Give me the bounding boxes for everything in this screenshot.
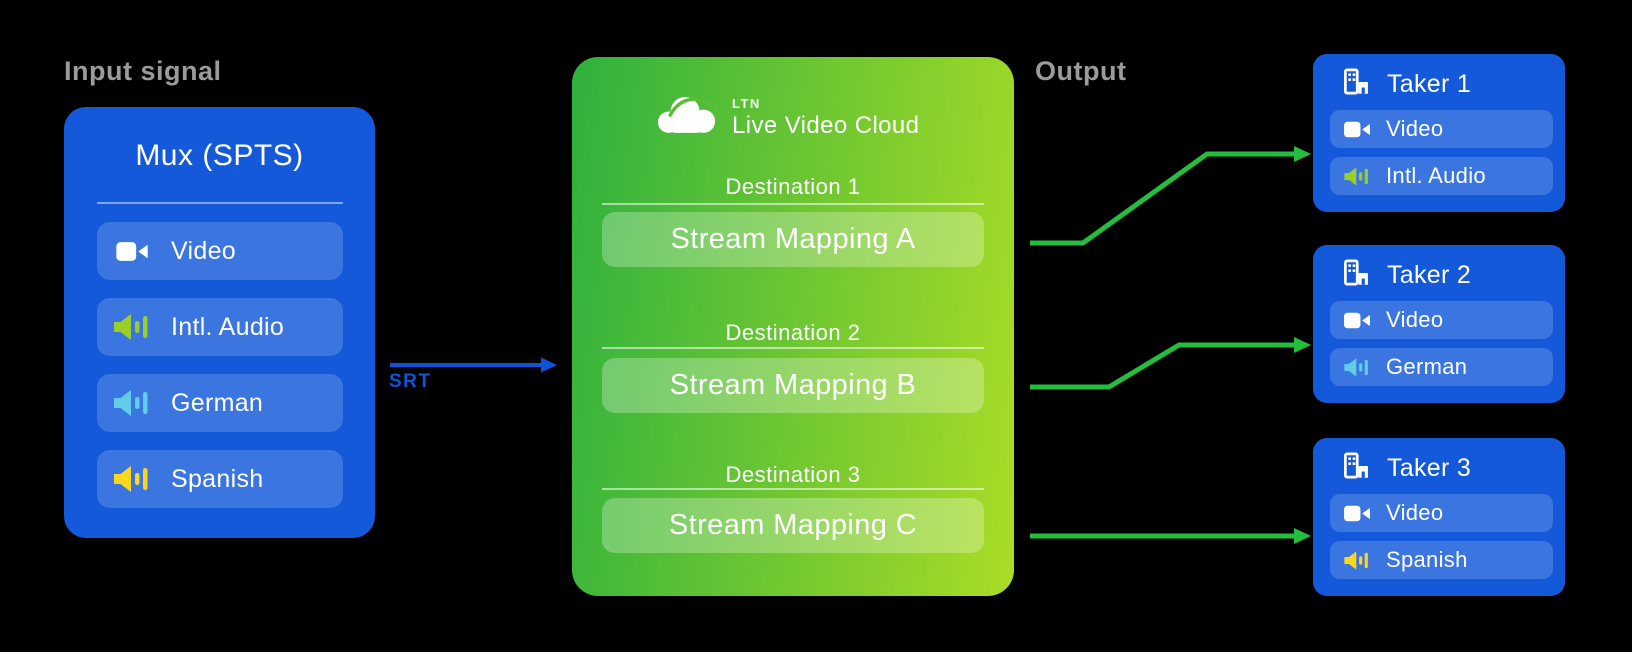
destination-2-label: Destination 2 <box>725 320 861 345</box>
taker-row-label: Intl. Audio <box>1386 163 1486 188</box>
logo-brand: LTN <box>732 96 761 111</box>
video-camera-icon <box>1341 504 1373 523</box>
destination-3-label: Destination 3 <box>725 462 861 487</box>
building-icon <box>1343 452 1370 484</box>
taker-2-box: Taker 2 Video <box>1313 245 1565 403</box>
taker-title: Taker 1 <box>1387 69 1472 98</box>
mux-row-label: Intl. Audio <box>171 312 285 341</box>
taker-row-intl-audio: Intl. Audio <box>1330 157 1553 195</box>
taker-1-head: Taker 1 <box>1343 68 1471 100</box>
stream-mapping-c: Stream Mapping C <box>602 498 984 553</box>
speaker-icon <box>1341 357 1373 378</box>
speaker-icon <box>109 312 155 342</box>
mux-row-label: German <box>171 388 264 417</box>
taker-row-label: Video <box>1386 500 1444 525</box>
destination-divider <box>602 347 984 349</box>
logo-text: LTN Live Video Cloud <box>732 97 919 140</box>
logo-product: Live Video Cloud <box>732 112 920 139</box>
input-signal-label: Input signal <box>64 56 222 86</box>
speaker-icon <box>1341 550 1373 571</box>
taker-row-video: Video <box>1330 301 1553 339</box>
taker-3-head: Taker 3 <box>1343 452 1471 484</box>
live-video-cloud-box: LTN Live Video Cloud Destination 1 Strea… <box>572 57 1014 596</box>
output-label: Output <box>1035 56 1127 86</box>
taker-row-video: Video <box>1330 110 1553 148</box>
arrow-to-taker-2 <box>1030 342 1294 390</box>
ltn-logo: LTN Live Video Cloud <box>656 90 919 140</box>
destination-divider <box>602 203 984 205</box>
speaker-icon <box>109 464 155 494</box>
mux-box: Mux (SPTS) Video <box>64 107 375 538</box>
video-camera-icon <box>1341 311 1373 330</box>
building-icon <box>1343 259 1370 291</box>
destination-1-label: Destination 1 <box>725 174 861 199</box>
mux-row-german: German <box>97 374 343 432</box>
taker-row-label: Video <box>1386 116 1444 141</box>
cloud-icon <box>656 90 718 140</box>
mux-row-label: Video <box>171 236 236 265</box>
video-camera-icon <box>1341 120 1373 139</box>
taker-1-box: Taker 1 Video <box>1313 54 1565 212</box>
stream-mapping-b: Stream Mapping B <box>602 358 984 413</box>
mux-row-label: Spanish <box>171 464 264 493</box>
srt-protocol-label: SRT <box>389 371 432 392</box>
taker-row-german: German <box>1330 348 1553 386</box>
mux-divider <box>97 202 343 204</box>
taker-row-spanish: Spanish <box>1330 541 1553 579</box>
mux-title: Mux (SPTS) <box>135 139 304 172</box>
speaker-icon <box>109 388 155 418</box>
taker-title: Taker 3 <box>1387 453 1472 482</box>
srt-arrow-head <box>541 357 557 373</box>
arrow-head-taker-1 <box>1294 146 1311 162</box>
taker-row-label: Spanish <box>1386 547 1468 572</box>
taker-row-video: Video <box>1330 494 1553 532</box>
taker-row-label: German <box>1386 354 1468 379</box>
destination-divider <box>602 488 984 490</box>
taker-title: Taker 2 <box>1387 260 1472 289</box>
speaker-icon <box>1341 166 1373 187</box>
mux-row-intl-audio: Intl. Audio <box>97 298 343 356</box>
arrow-to-taker-1 <box>1030 151 1294 246</box>
stream-mapping-a: Stream Mapping A <box>602 212 984 267</box>
arrow-head-taker-2 <box>1294 337 1311 353</box>
building-icon <box>1343 68 1370 100</box>
mux-row-video: Video <box>97 222 343 280</box>
video-camera-icon <box>109 240 155 263</box>
arrow-head-taker-3 <box>1294 528 1311 544</box>
taker-2-head: Taker 2 <box>1343 259 1471 291</box>
mux-row-spanish: Spanish <box>97 450 343 508</box>
taker-row-label: Video <box>1386 307 1444 332</box>
taker-3-box: Taker 3 Video <box>1313 438 1565 596</box>
